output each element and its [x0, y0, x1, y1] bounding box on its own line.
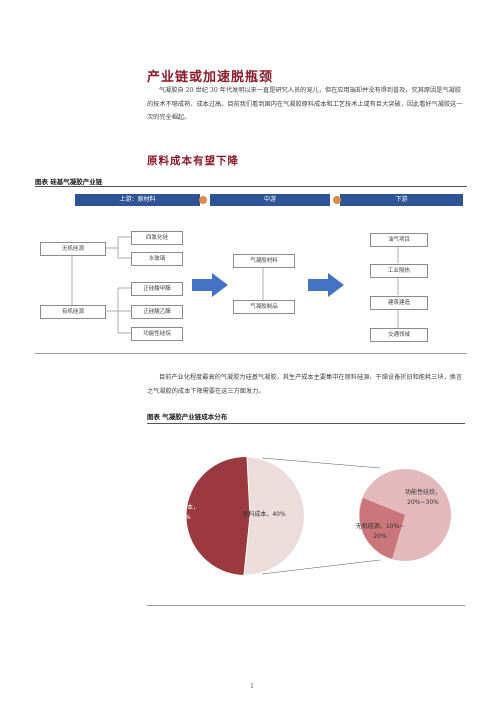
pie-label-inorganic-silicon: 无机硅源，10%~ 20%	[350, 522, 410, 542]
figure2-bottom-rule	[147, 605, 465, 606]
pie-label-other-cost: 其他成本， 60%	[160, 503, 208, 523]
upstream-item: 正硅酸甲酯	[131, 282, 183, 296]
pie-label-text: 功能性硅烷，	[404, 489, 441, 496]
upstream-organic-silicon: 有机硅源	[40, 305, 106, 319]
stage-downstream: 下游	[340, 194, 463, 206]
pie-slice-inorganic-silicon	[359, 498, 405, 559]
downstream-item: 建筑建造	[370, 296, 428, 310]
figure1-caption: 图表 硅基气凝胶产业链	[35, 178, 103, 186]
downstream-item: 油气项目	[370, 233, 428, 247]
upstream-item: 四氯化硅	[131, 231, 183, 245]
pie-label-text: 无机硅源，10%~	[355, 523, 405, 530]
pie-slice-other-cost	[186, 456, 250, 575]
intro-paragraph: 气凝胶自 20 世纪 30 年代发明以来一直是研究人员的宠儿，但在应用端却并没有…	[147, 87, 463, 121]
figure1-bottom-rule	[35, 353, 467, 354]
pie-label-raw-material: 原料成本，40%	[242, 511, 286, 518]
figure2-top-rule	[147, 423, 465, 424]
figure2-caption: 图表 气凝胶产业链成本分布	[147, 413, 228, 421]
upstream-item: 正硅酸乙酯	[131, 305, 183, 319]
stage-midstream: 中游	[210, 194, 330, 206]
pie-label-text: 20%~30%	[407, 499, 439, 506]
upstream-inorganic-silicon: 无机硅源	[40, 242, 106, 256]
pie-label-text: 60%	[177, 514, 191, 521]
paragraph-2: 目前产业化程度最高的气凝胶为硅基气凝胶，其生产成本主要集中在原料硅源、干燥设备折…	[147, 374, 463, 395]
stage-connector-dot	[199, 196, 207, 204]
stage-connector-dot	[333, 196, 341, 204]
section-title: 原料成本有望下降	[147, 155, 239, 167]
pie-slice-raw-material-cost	[243, 456, 305, 576]
midstream-aerogel-material: 气凝胶材料	[233, 254, 295, 268]
pie-label-text: 其他成本，	[168, 504, 199, 511]
page-number: 1	[250, 683, 254, 690]
upstream-item: 水玻璃	[131, 252, 183, 266]
upstream-item: 功能性硅烷	[131, 327, 183, 341]
page-title: 产业链或加速脱瓶颈	[147, 70, 274, 85]
figure1-top-rule	[35, 186, 467, 187]
downstream-item: 工业隔热	[370, 264, 428, 278]
midstream-aerogel-product: 气凝胶制品	[233, 300, 295, 314]
stage-upstream: 上游：原材料	[75, 194, 200, 206]
downstream-item: 交通领域	[370, 328, 428, 342]
pie-label-functional-silane: 功能性硅烷， 20%~30%	[394, 488, 452, 508]
pie-label-text: 20%	[373, 533, 387, 540]
